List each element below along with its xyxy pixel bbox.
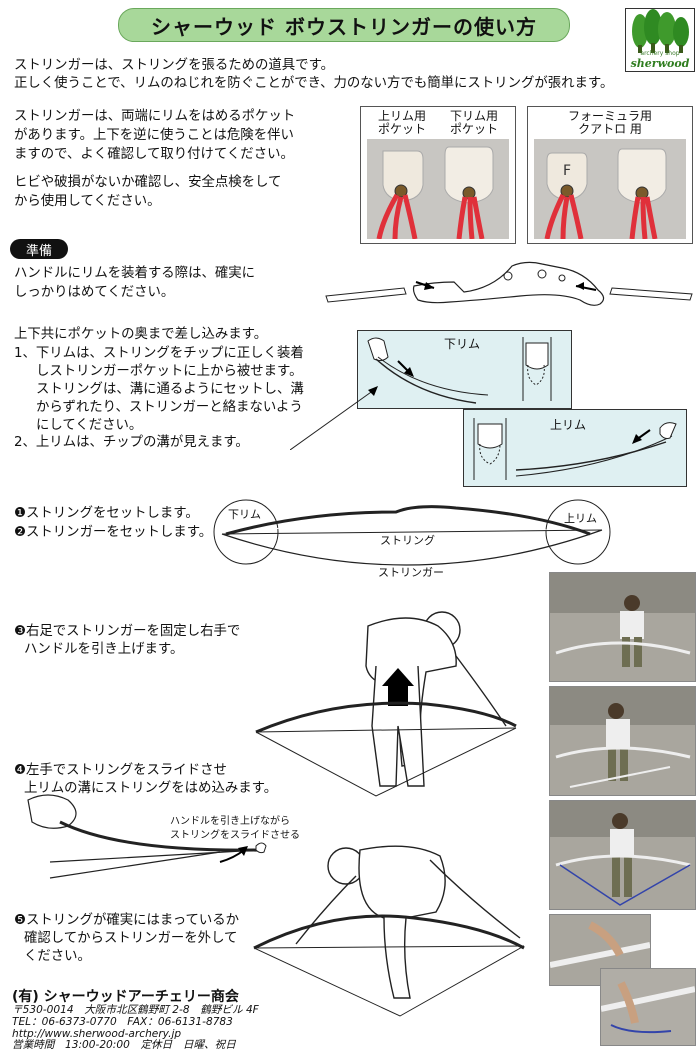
pocket-photo-box: 上リム用ポケット 下リム用ポケット: [360, 106, 516, 244]
step-3-line-2: ハンドルを引き上げます。: [24, 642, 184, 657]
upper-detail-label: 上リム: [550, 418, 587, 432]
footer-address: 〒530-0014 大阪市北区鶴野町 2-8 鶴野ビル 4F: [12, 1004, 259, 1016]
connector-line: [290, 386, 378, 450]
formula-photo-box: フォーミュラ用クアトロ 用 F: [527, 106, 693, 244]
arrow-curve-icon: [238, 846, 248, 856]
safety-note-1: ヒビや破損がないか確認し、安全点検をして: [14, 175, 282, 190]
footer-hours: 営業時間 13:00-20:00 定休日 日曜、祝日: [12, 1039, 236, 1051]
tree-icon: [632, 9, 689, 53]
pocket-note-3: ますので、よく確認して取り付けてください。: [14, 147, 294, 162]
step-2: ❷ストリンガーをセットします。: [14, 525, 213, 540]
bow-lower-label: 下リム: [228, 508, 261, 521]
step-5-line-1: ❺ストリングが確実にはまっているか: [14, 913, 240, 928]
intro-line-2: 正しく使うことで、リムのねじれを防ぐことができ、力のない方でも簡単にストリングが…: [14, 76, 614, 91]
bow-diagram: [213, 499, 611, 566]
step-4-line-1: ❹左手でストリングをスライドさせ: [14, 763, 227, 778]
string-slide-illustration: [27, 794, 267, 879]
step-photo-2: [549, 686, 696, 796]
insert-line-5: からずれたり、ストリンガーと絡まないよう: [36, 400, 303, 415]
step-3-line-1: ❸右足でストリンガーを固定し右手で: [14, 624, 241, 639]
step-4-line-2: 上リムの溝にストリングをはめ込みます。: [24, 781, 278, 796]
insert-line-1: 上下共にポケットの奥まで差し込みます。: [14, 327, 268, 342]
step-4-note-1: ハンドルを引き上げながら: [170, 816, 290, 827]
pocket-note-1: ストリンガーは、両端にリムをはめるポケット: [14, 109, 296, 124]
step-photo-5: [600, 968, 696, 1046]
f-mark: F: [563, 163, 571, 179]
insert-line-2: 1、下リムは、ストリングをチップに正しく装着: [14, 346, 304, 361]
bow-upper-label: 上リム: [564, 512, 597, 525]
upper-pocket-label: 上リム用ポケット: [377, 109, 426, 136]
arrow-down-icon: [404, 367, 414, 377]
prep-line-2: しっかりはめてください。: [14, 285, 175, 300]
step-5-line-2: 確認してからストリンガーを外して: [24, 931, 238, 946]
insert-line-6: にしてください。: [36, 418, 143, 433]
logo-brand: sherwood: [630, 57, 690, 70]
safety-note-2: から使用してください。: [14, 194, 161, 209]
lower-pocket-label: 下リム用ポケット: [449, 109, 498, 136]
person-stringing-illustration-2: [253, 845, 525, 1017]
formula-pocket-label: フォーミュラ用クアトロ 用: [567, 109, 652, 136]
pocket-note-2: があります。上下を逆に使うことは危険を伴い: [14, 128, 294, 143]
footer-company: (有) シャーウッドアーチェリー商会: [12, 989, 239, 1005]
logo-shop: archery shop: [640, 50, 680, 57]
bow-stringer-label: ストリンガー: [378, 566, 444, 579]
step-1: ❶ストリングをセットします。: [14, 506, 199, 521]
intro-line-1: ストリンガーは、ストリングを張るための道具です。: [14, 58, 335, 73]
person-stringing-illustration-1: [255, 611, 517, 797]
lower-detail-label: 下リム: [444, 337, 481, 351]
step-4-note-2: ストリングをスライドさせる: [170, 830, 300, 841]
pocket-photo: [367, 139, 509, 239]
prep-line-1: ハンドルにリムを装着する際は、確実に: [14, 266, 256, 281]
lower-limb-detail: 下リム: [357, 330, 572, 409]
formula-photo: F: [534, 139, 686, 239]
up-arrow-icon: [388, 684, 408, 706]
arrow-right-icon: [576, 282, 584, 290]
step-5-line-3: ください。: [24, 949, 91, 964]
footer-url[interactable]: http://www.sherwood-archery.jp: [12, 1028, 182, 1040]
step-photo-3: [549, 800, 696, 910]
footer-tel: TEL：06-6373-0770 FAX：06-6131-8783: [12, 1016, 233, 1028]
upper-limb-detail: 上リム: [463, 409, 687, 487]
page-title: シャーウッド ボウストリンガーの使い方: [118, 8, 570, 42]
insert-line-3: しストリンガーポケットに上から被せます。: [36, 364, 303, 379]
insert-line-4: ストリングは、溝に通るようにセットし、溝: [36, 382, 304, 397]
handle-limb-illustration: [325, 261, 693, 306]
step-photo-1: [549, 572, 696, 682]
insert-line-7: 2、上リムは、チップの溝が見えます。: [14, 435, 249, 450]
bow-string-label: ストリング: [380, 534, 435, 547]
sherwood-logo: archery shop sherwood: [625, 8, 695, 72]
prep-badge: 準備: [10, 239, 68, 259]
